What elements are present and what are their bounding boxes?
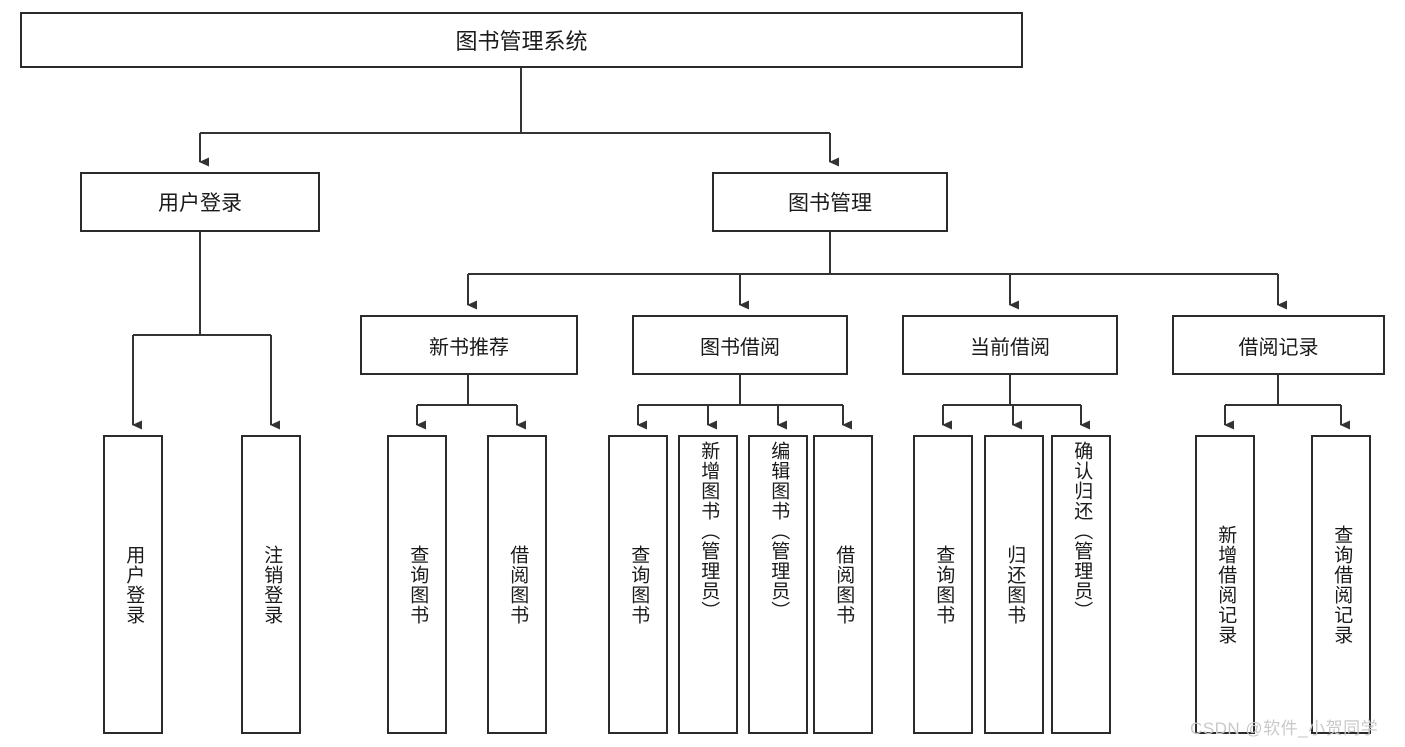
leaf-return-book-label: 归还图书: [1004, 544, 1026, 625]
node-book-borrow[interactable]: 图书借阅: [632, 315, 848, 375]
leaf-add-record[interactable]: 新增借阅记录: [1195, 435, 1255, 734]
leaf-edit-book-label: 编辑图书（管理员）: [768, 441, 790, 621]
leaf-borrow-book-1[interactable]: 借阅图书: [487, 435, 547, 734]
node-new-book-recommend[interactable]: 新书推荐: [360, 315, 578, 375]
leaf-query-book-3[interactable]: 查询图书: [913, 435, 973, 734]
leaf-add-book[interactable]: 新增图书（管理员）: [678, 435, 738, 734]
leaf-query-record[interactable]: 查询借阅记录: [1311, 435, 1371, 734]
leaf-logout-login[interactable]: 注销登录: [241, 435, 301, 734]
leaf-confirm-return-label: 确认归还（管理员）: [1071, 441, 1093, 621]
node-book-manage-label: 图书管理: [788, 192, 872, 215]
leaf-borrow-book-1-label: 借阅图书: [507, 544, 529, 625]
node-book-manage[interactable]: 图书管理: [712, 172, 948, 232]
node-user-login[interactable]: 用户登录: [80, 172, 320, 232]
leaf-add-book-label: 新增图书（管理员）: [698, 441, 720, 621]
leaf-borrow-book-2[interactable]: 借阅图书: [813, 435, 873, 734]
leaf-query-book-1-label: 查询图书: [407, 544, 429, 625]
node-root[interactable]: 图书管理系统: [20, 12, 1023, 68]
leaf-query-book-2-label: 查询图书: [628, 544, 650, 625]
leaf-confirm-return[interactable]: 确认归还（管理员）: [1051, 435, 1111, 734]
node-user-login-label: 用户登录: [158, 192, 242, 215]
leaf-query-book-3-label: 查询图书: [933, 544, 955, 625]
leaf-return-book[interactable]: 归还图书: [984, 435, 1044, 734]
leaf-edit-book[interactable]: 编辑图书（管理员）: [748, 435, 808, 734]
node-current-borrow-label: 当前借阅: [970, 336, 1050, 359]
leaf-add-record-label: 新增借阅记录: [1215, 524, 1237, 645]
node-borrow-record-label: 借阅记录: [1238, 336, 1319, 359]
node-book-borrow-label: 图书借阅: [700, 336, 780, 359]
node-current-borrow[interactable]: 当前借阅: [902, 315, 1118, 375]
leaf-borrow-book-2-label: 借阅图书: [833, 544, 855, 625]
node-new-book-recommend-label: 新书推荐: [429, 336, 509, 359]
leaf-user-login-label: 用户登录: [123, 544, 145, 625]
node-root-label: 图书管理系统: [455, 29, 588, 54]
leaf-query-book-2[interactable]: 查询图书: [608, 435, 668, 734]
leaf-query-book-1[interactable]: 查询图书: [387, 435, 447, 734]
leaf-logout-login-label: 注销登录: [261, 544, 283, 625]
leaf-query-record-label: 查询借阅记录: [1331, 524, 1353, 645]
node-borrow-record[interactable]: 借阅记录: [1172, 315, 1385, 375]
leaf-user-login[interactable]: 用户登录: [103, 435, 163, 734]
